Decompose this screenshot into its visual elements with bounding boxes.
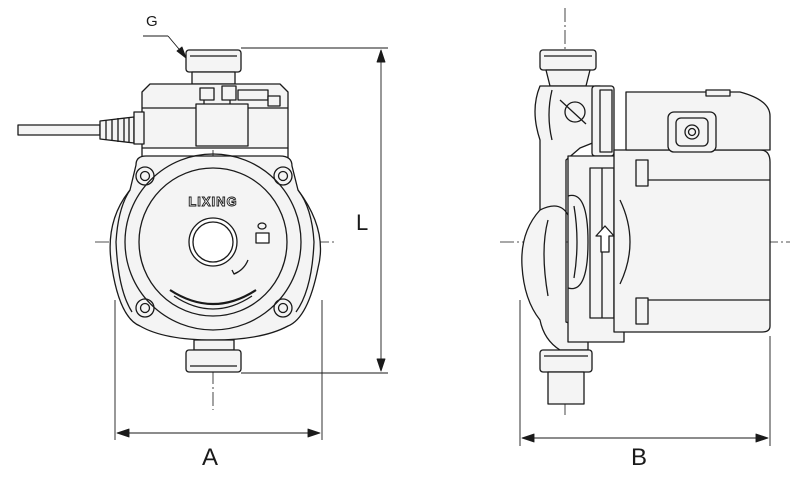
label-l: L — [356, 210, 369, 235]
side-top-port — [539, 49, 597, 87]
bottom-port — [185, 339, 242, 373]
label-a: A — [202, 444, 219, 471]
label-b: B — [631, 444, 648, 471]
dimensions — [114, 35, 771, 446]
side-bottom-port — [539, 349, 593, 405]
side-motor — [595, 89, 771, 333]
terminal-box — [133, 83, 289, 160]
top-port — [185, 49, 242, 85]
pump-body — [109, 153, 322, 341]
label-g: G — [146, 13, 158, 30]
side-view — [521, 49, 771, 405]
brand-logo: LIXING — [188, 194, 237, 209]
front-view — [17, 49, 322, 373]
power-cable — [17, 116, 135, 144]
